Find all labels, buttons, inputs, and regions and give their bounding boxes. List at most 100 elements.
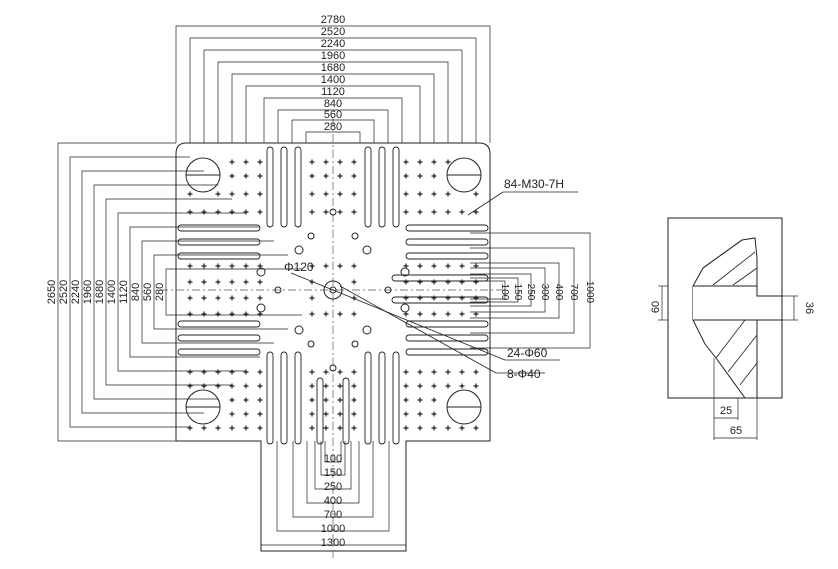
bottom-dim-150: 150 [324, 467, 342, 479]
left-dimension-labels: 2650 2520 2240 1960 1680 1400 1120 840 5… [46, 280, 166, 304]
thread-hole-marker [403, 369, 409, 375]
top-dim-1960: 1960 [321, 50, 345, 62]
t-slot [177, 238, 261, 246]
thread-hole-marker [445, 311, 451, 317]
thread-hole-marker [201, 369, 207, 375]
t-slot [342, 377, 350, 445]
thread-hole-marker [431, 369, 437, 375]
bottom-dim-1000: 1000 [321, 523, 345, 535]
t-slot [378, 146, 386, 228]
thread-hole-marker [431, 173, 437, 179]
thread-hole-marker [229, 173, 235, 179]
thread-hole-marker [351, 209, 357, 215]
bottom-dimensions [260, 441, 407, 551]
thread-hole-marker [417, 369, 423, 375]
thread-hole-marker [459, 311, 465, 317]
thread-hole-marker [431, 209, 437, 215]
thread-hole-marker [229, 279, 235, 285]
thread-hole-marker [473, 209, 479, 215]
thread-hole-marker [473, 369, 479, 375]
thread-hole-marker [201, 209, 207, 215]
thread-hole-marker [257, 369, 263, 375]
t-slot [364, 146, 372, 228]
thread-hole-marker [309, 295, 315, 301]
t-slot [177, 252, 261, 260]
bottom-dim-1300: 1300 [321, 537, 345, 549]
thread-hole-marker [257, 295, 263, 301]
thread-hole-marker [417, 411, 423, 417]
thread-hole-marker [229, 191, 235, 197]
label-thread-holes: 84-M30-7H [504, 177, 564, 191]
thread-hole-marker [309, 411, 315, 417]
t-slot [392, 351, 400, 445]
thread-hole-marker [351, 173, 357, 179]
t-slot [405, 334, 489, 342]
thread-hole-marker [431, 279, 437, 285]
thread-hole-marker [243, 209, 249, 215]
thread-hole-marker [445, 279, 451, 285]
callout-leaders [290, 191, 578, 374]
top-dim-560: 560 [324, 109, 342, 121]
thread-hole-marker [417, 263, 423, 269]
top-dim-1680: 1680 [321, 62, 345, 74]
thread-hole-marker [323, 383, 329, 389]
thread-hole-marker [309, 209, 315, 215]
thread-hole-marker [243, 311, 249, 317]
thread-hole-marker [323, 369, 329, 375]
t-slot [378, 351, 386, 445]
thread-hole-marker [473, 295, 479, 301]
thread-hole-marker [445, 425, 451, 431]
thread-hole-marker [257, 411, 263, 417]
thread-hole-marker [309, 263, 315, 269]
thread-hole-marker [309, 369, 315, 375]
t-slot [405, 252, 489, 260]
thread-hole-marker [459, 383, 465, 389]
thread-hole-marker [473, 191, 479, 197]
t-slot [177, 348, 261, 356]
bottom-dim-100: 100 [324, 453, 342, 465]
thread-hole-marker [459, 209, 465, 215]
thread-hole-marker [351, 159, 357, 165]
thread-hole-marker [445, 263, 451, 269]
left-dim-1120: 1120 [118, 280, 130, 304]
thread-hole-marker [229, 263, 235, 269]
thread-hole-marker [337, 411, 343, 417]
center-holes [256, 208, 410, 372]
left-dim-2650: 2650 [46, 280, 58, 304]
detail-dim-65: 65 [730, 425, 742, 437]
thread-hole-marker [459, 369, 465, 375]
thread-hole-marker [473, 279, 479, 285]
thread-hole-marker [337, 369, 343, 375]
left-dim-840: 840 [130, 283, 142, 301]
thread-hole-marker [431, 383, 437, 389]
left-dim-280: 280 [154, 283, 166, 301]
thread-hole-marker [417, 159, 423, 165]
thread-hole-marker [337, 425, 343, 431]
thread-hole-marker [323, 397, 329, 403]
left-dim-1680: 1680 [94, 280, 106, 304]
thread-hole-marker [229, 383, 235, 389]
thread-hole-marker [257, 279, 263, 285]
thread-hole-marker [257, 173, 263, 179]
t-slot [316, 377, 324, 445]
thread-hole-marker [403, 191, 409, 197]
thread-hole-marker [309, 397, 315, 403]
thread-hole-marker [187, 279, 193, 285]
thread-hole-marker [243, 263, 249, 269]
thread-hole-marker [351, 279, 357, 285]
left-dim-1960: 1960 [82, 280, 94, 304]
t-slot [405, 348, 489, 356]
thread-hole-marker [187, 263, 193, 269]
thread-hole-marker [445, 209, 451, 215]
thread-hole-marker [243, 383, 249, 389]
thread-hole-marker [417, 311, 423, 317]
t-slot [294, 146, 302, 228]
t-slot [364, 351, 372, 445]
top-dimension-labels: 2780 2520 2240 1960 1680 1400 1120 840 5… [321, 14, 345, 133]
thread-hole-marker [351, 191, 357, 197]
thread-hole-marker [431, 295, 437, 301]
thread-hole-marker [337, 397, 343, 403]
thread-hole-marker [417, 383, 423, 389]
thread-hole-marker [351, 263, 357, 269]
